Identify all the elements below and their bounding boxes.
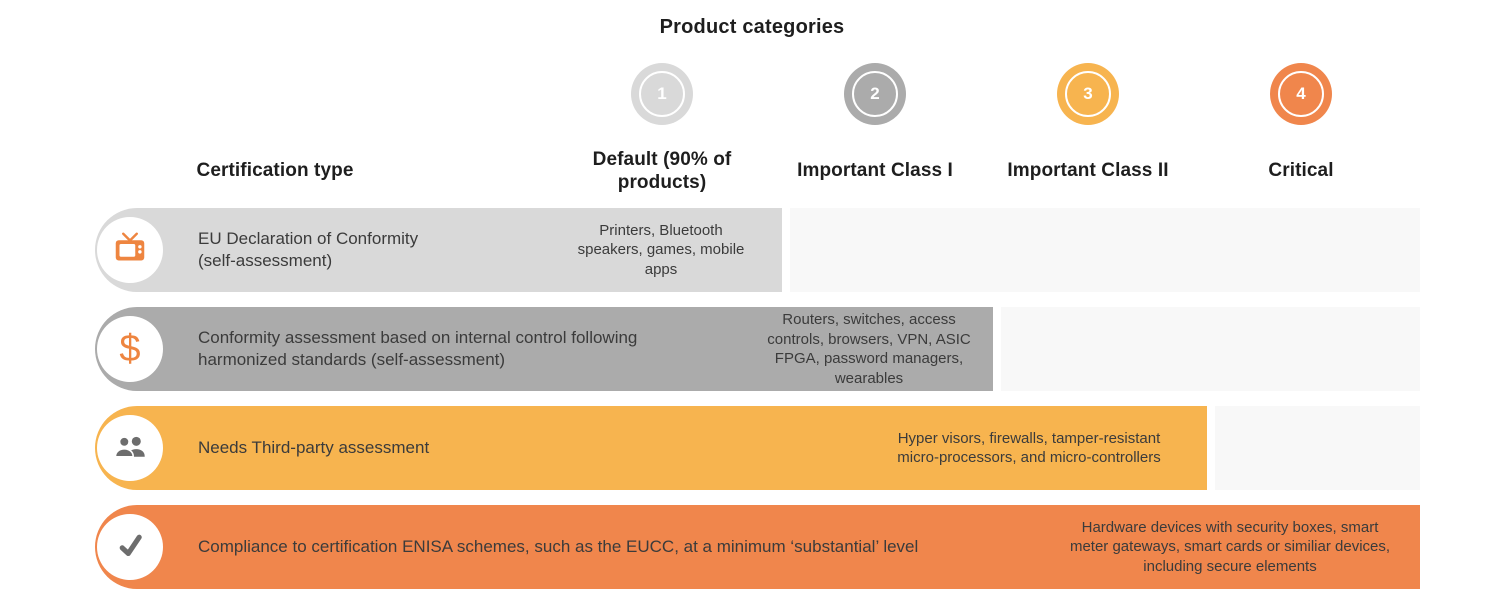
product-examples-text: Hyper visors, firewalls, tamper-resistan…	[897, 429, 1161, 467]
column-header-critical: Critical	[1268, 160, 1334, 182]
row-icon-badge: $	[97, 316, 163, 382]
product-examples-text: Printers, Bluetooth speakers, games, mob…	[577, 221, 745, 278]
category-number: 2	[870, 84, 880, 103]
row-icon-badge	[97, 415, 163, 481]
row-icon-badge	[97, 217, 163, 283]
certification-type-header: Certification type	[196, 160, 354, 182]
category-circle-3: 3	[1057, 63, 1119, 125]
category-circle-2: 2	[844, 63, 906, 125]
row-track	[790, 208, 1420, 292]
certification-type-text: EU Declaration of Conformity (self-asses…	[198, 228, 419, 270]
category-number: 4	[1296, 84, 1306, 103]
category-number: 3	[1083, 84, 1093, 103]
row-track	[1001, 307, 1420, 391]
certification-type-text: Needs Third-party assessment	[198, 437, 430, 457]
table-row: EU Declaration of Conformity (self-asses…	[0, 208, 1504, 292]
page-title: Product categories	[659, 16, 845, 38]
table-row: Needs Third-party assessment Hyper visor…	[0, 406, 1504, 490]
product-examples-text: Hardware devices with security boxes, sm…	[1069, 518, 1391, 575]
row-icon-badge	[97, 514, 163, 580]
category-number: 1	[657, 84, 667, 103]
column-header-default: Default (90% of products)	[592, 148, 732, 193]
row-pill	[95, 208, 782, 292]
row-track	[1215, 406, 1420, 490]
tv-icon	[112, 230, 148, 271]
table-row: Compliance to certification ENISA scheme…	[0, 505, 1504, 589]
product-examples-text: Routers, switches, access controls, brow…	[767, 311, 971, 387]
certification-type-text: Conformity assessment based on internal …	[198, 327, 638, 369]
people-icon	[112, 428, 148, 469]
table-row: $ Conformity assessment based on interna…	[0, 307, 1504, 391]
dollar-icon: $	[119, 328, 141, 370]
category-circle-4: 4	[1270, 63, 1332, 125]
column-header-important-class-1: Important Class I	[797, 160, 953, 182]
row-pill	[95, 406, 1207, 490]
certification-type-text: Compliance to certification ENISA scheme…	[198, 536, 919, 556]
row-pill	[95, 307, 993, 391]
column-header-important-class-2: Important Class II	[1007, 160, 1169, 182]
category-circle-1: 1	[631, 63, 693, 125]
check-icon	[113, 528, 147, 567]
row-pill	[95, 505, 1420, 589]
